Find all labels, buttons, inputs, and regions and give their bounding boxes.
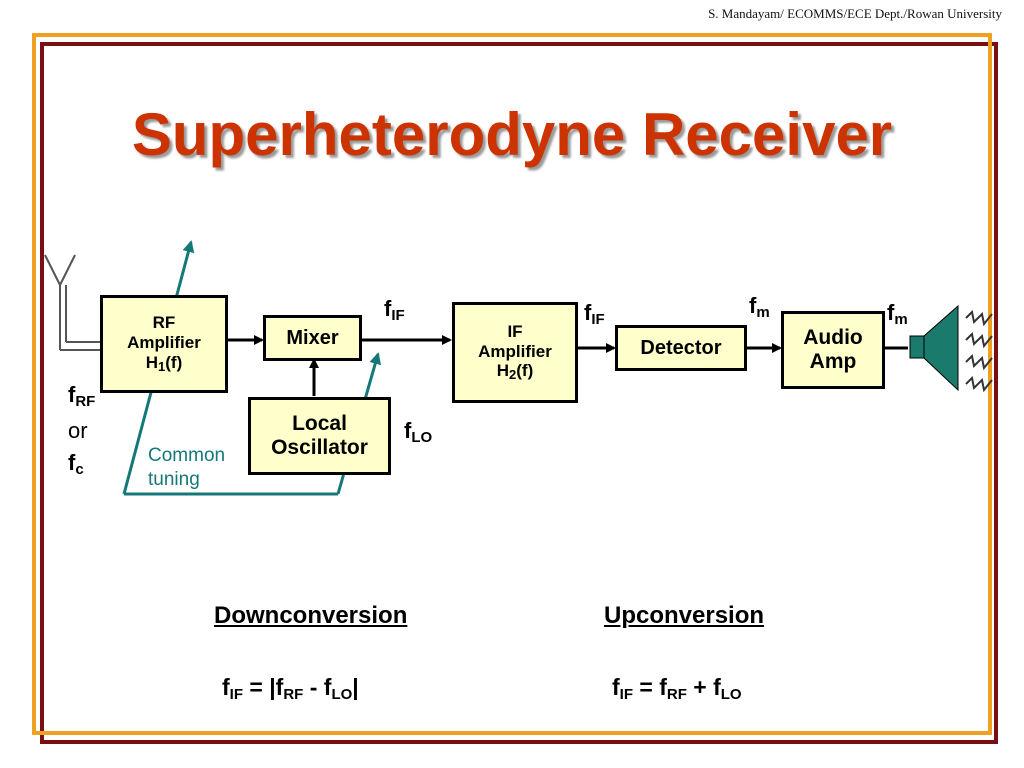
signal-label-frf: fRF [68, 382, 96, 410]
common-tuning-label: Common tuning [148, 445, 226, 490]
header-credit: S. Mandayam/ ECOMMS/ECE Dept./Rowan Univ… [708, 6, 1002, 21]
if-amp-line1: IF [507, 321, 523, 341]
rf-amplifier-block: RF Amplifier H1(f) [100, 295, 228, 393]
slide-frame-outer [40, 42, 998, 744]
local-osc-line1: Local [292, 411, 347, 435]
audio-amp-block: Audio Amp [781, 311, 885, 389]
signal-label-fif-2: fIF [584, 300, 605, 328]
slide-title: Superheterodyne Receiver [131, 101, 893, 168]
upconversion-heading: Upconversion [604, 602, 765, 629]
rf-amp-line1: RF [152, 313, 176, 333]
signal-label-fm-2: fm [887, 300, 908, 328]
if-amplifier-block: IF Amplifier H2(f) [452, 302, 578, 403]
signal-label-fm-1: fm [749, 293, 770, 321]
audio-amp-line2: Amp [809, 350, 857, 373]
mixer-label: Mixer [286, 326, 339, 349]
if-amp-line2: Amplifier [478, 341, 552, 361]
antenna-icon [44, 254, 100, 351]
if-amp-transfer: H2(f) [496, 361, 534, 383]
rf-amp-line2: Amplifier [127, 333, 201, 353]
speaker-icon [909, 304, 959, 392]
downconversion-equation: fIF = |fRF - fLO| [222, 674, 359, 703]
mixer-block: Mixer [263, 315, 362, 361]
rf-amp-transfer: H1(f) [145, 352, 183, 374]
audio-amp-line1: Audio [803, 325, 863, 349]
sound-waves-icon [965, 309, 993, 393]
local-oscillator-block: Local Oscillator [248, 397, 391, 475]
signal-label-fif-1: fIF [384, 296, 405, 324]
detector-block: Detector [615, 325, 747, 371]
downconversion-heading: Downconversion [214, 602, 408, 629]
signal-label-flo: fLO [404, 418, 433, 446]
local-osc-line2: Oscillator [271, 436, 368, 459]
detector-label: Detector [640, 336, 722, 359]
signal-label-or: or [68, 418, 88, 443]
upconversion-equation: fIF = fRF + fLO [612, 674, 742, 703]
signal-label-fc: fc [68, 450, 84, 478]
